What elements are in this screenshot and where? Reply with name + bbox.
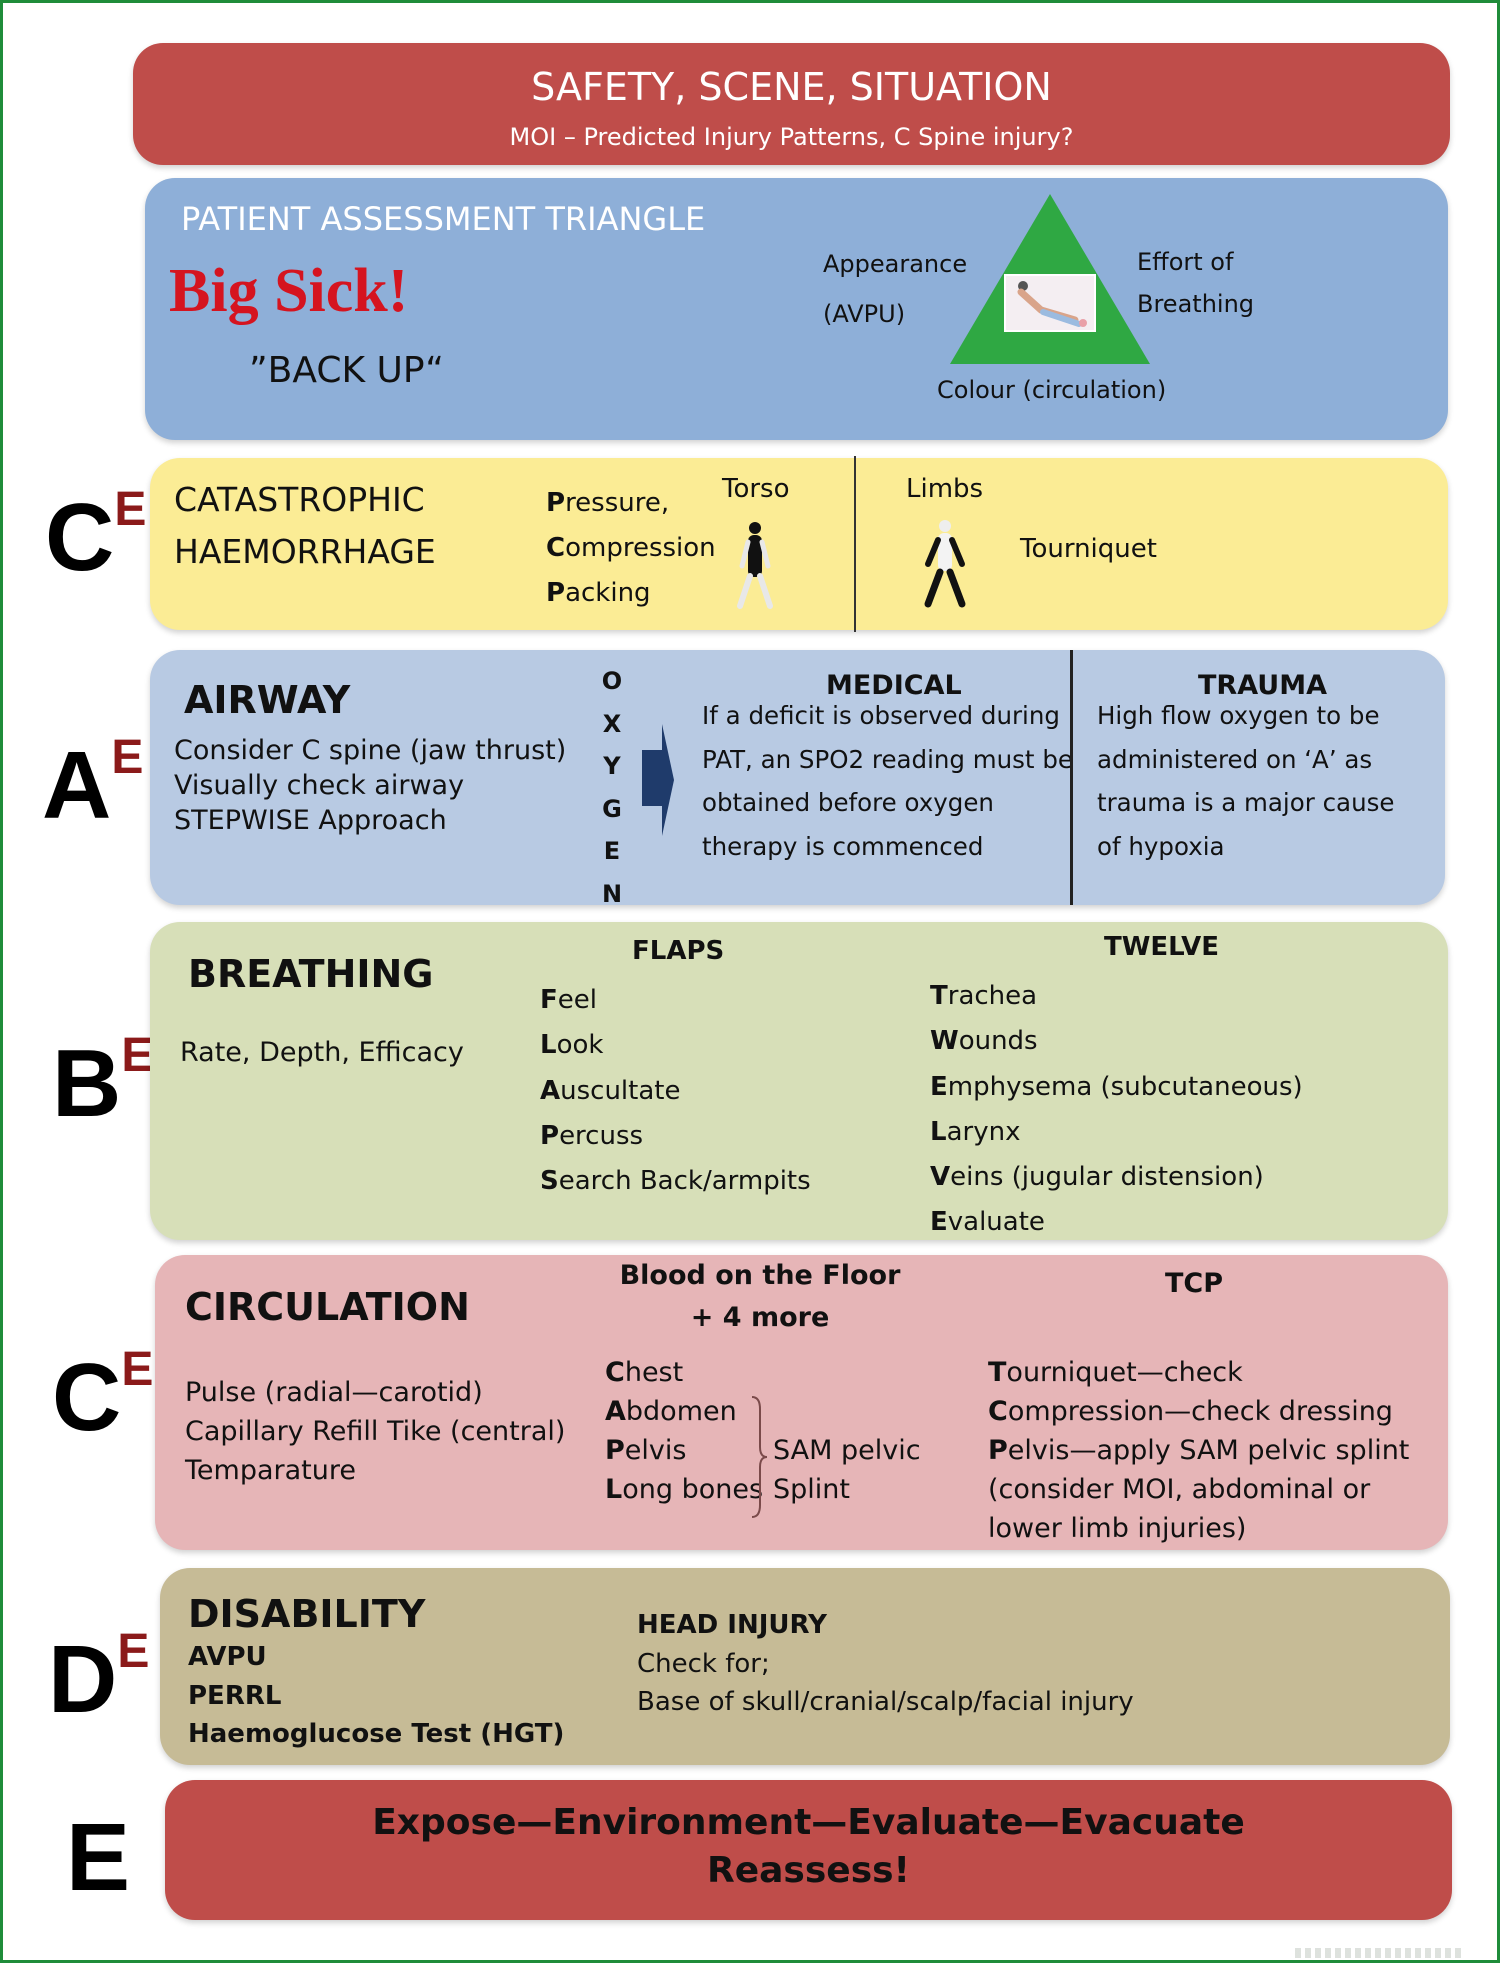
circulation-panel: CIRCULATION Pulse (radial—carotid) Capil…: [155, 1255, 1448, 1550]
pat-title: PATIENT ASSESSMENT TRIANGLE: [181, 200, 706, 238]
torso-figure-icon: [737, 522, 773, 609]
exposure-letter: E: [66, 1804, 130, 1911]
catastrophic-haemorrhage-panel: CATASTROPHIC HAEMORRHAGE Pressure, Compr…: [150, 456, 1448, 632]
disability-panel: DISABILITY AVPU PERRL Haemoglucose Test …: [160, 1568, 1450, 1765]
twelve-list: Trachea Wounds Emphysema (subcutaneous) …: [930, 974, 1303, 1246]
sam-pelvic-splint-note: SAM pelvic Splint: [773, 1435, 921, 1505]
torso-limbs-divider: [854, 456, 856, 632]
blood-item: Chest: [605, 1357, 684, 1388]
breathing-label: Breathing: [1137, 290, 1255, 318]
oxygen-vertical-label: O X Y G E N: [601, 667, 623, 908]
tcp-item: Pelvis—apply SAM pelvic splint: [988, 1435, 1410, 1466]
flaps-item: Auscultate: [540, 1075, 681, 1106]
twelve-item: Veins (jugular distension): [930, 1162, 1264, 1193]
brace-icon: [751, 1396, 768, 1518]
tourniquet-item: Tourniquet: [1020, 534, 1157, 564]
blood-item: Abdomen: [605, 1396, 737, 1427]
patient-assessment-triangle-panel: PATIENT ASSESSMENT TRIANGLE Big Sick! ”B…: [145, 178, 1448, 440]
medical-trauma-divider: [1070, 650, 1073, 905]
airway-line: Visually check airway: [174, 770, 465, 801]
medical-text: If a deficit is observed during PAT, an …: [702, 701, 1073, 861]
tcp-item: Tourniquet—check: [988, 1357, 1243, 1388]
flaps-item: Feel: [540, 985, 597, 1015]
effort-label: Effort of: [1137, 248, 1234, 276]
trauma-text: High flow oxygen to be administered on ‘…: [1097, 701, 1395, 861]
circulation-letter: CE: [52, 1343, 153, 1451]
airway-line: Consider C spine (jaw thrust): [174, 735, 567, 766]
twelve-heading: TWELVE: [1104, 932, 1220, 962]
torso-item: Packing: [546, 578, 651, 608]
circulation-heading: CIRCULATION: [185, 1285, 470, 1329]
exposure-panel: Expose—Environment—Evaluate—Evacuate Rea…: [165, 1780, 1452, 1920]
disability-heading: DISABILITY: [188, 1592, 426, 1636]
limbs-label: Limbs: [906, 474, 984, 504]
flaps-list: Feel Look Auscultate Percuss Search Back…: [540, 978, 811, 1204]
flaps-item: Search Back/armpits: [540, 1166, 811, 1197]
twelve-item: Evaluate: [930, 1207, 1045, 1238]
blood-on-floor-heading: Blood on the Floor + 4 more: [619, 1260, 901, 1333]
tcp-heading: TCP: [1165, 1268, 1224, 1299]
safety-scene-situation-banner: SAFETY, SCENE, SITUATION MOI – Predicted…: [133, 43, 1450, 165]
circulation-checks: Pulse (radial—carotid) Capillary Refill …: [185, 1377, 566, 1486]
big-sick-heading: Big Sick!: [169, 257, 409, 325]
breathing-sub: Rate, Depth, Efficacy: [180, 1037, 464, 1068]
safety-title: SAFETY, SCENE, SITUATION: [531, 65, 1052, 109]
medical-heading: MEDICAL: [826, 670, 962, 701]
torso-label: Torso: [722, 474, 790, 504]
head-injury-block: HEAD INJURY Check for; Base of skull/cra…: [637, 1610, 1134, 1717]
blood-item: Long bones: [605, 1474, 764, 1505]
trauma-heading: TRAUMA: [1198, 670, 1327, 701]
airway-letter: AE: [42, 731, 143, 839]
disability-letter: DE: [48, 1625, 149, 1733]
flaps-item: Percuss: [540, 1120, 644, 1151]
blood-on-floor-list: Chest Abdomen Pelvis Long bones: [605, 1353, 763, 1509]
back-up-text: ”BACK UP“: [249, 350, 444, 391]
oxygen-arrow-icon: [642, 724, 674, 836]
torso-item: Pressure,: [546, 488, 670, 518]
flaps-heading: FLAPS: [632, 936, 725, 966]
twelve-item: Emphysema (subcutaneous): [930, 1071, 1303, 1102]
catastrophic-letter: CE: [45, 483, 146, 591]
colour-circulation-label: Colour (circulation): [937, 376, 1167, 404]
twelve-item: Wounds: [930, 1026, 1038, 1057]
disability-list: AVPU PERRL Haemoglucose Test (HGT): [188, 1642, 565, 1749]
tcp-list: Tourniquet—check Compression—check dress…: [988, 1353, 1409, 1548]
airway-heading: AIRWAY: [184, 678, 351, 722]
airway-line: STEPWISE Approach: [174, 805, 447, 836]
safety-subtitle: MOI – Predicted Injury Patterns, C Spine…: [509, 123, 1074, 151]
watermark-strip: [1295, 1948, 1465, 1958]
breathing-panel: BREATHING Rate, Depth, Efficacy FLAPS Fe…: [150, 922, 1448, 1240]
reassess-text: Reassess!: [707, 1850, 910, 1891]
flaps-item: Look: [540, 1030, 604, 1061]
limbs-figure-icon: [924, 520, 966, 608]
appearance-label: Appearance: [823, 250, 968, 278]
avpu-label: (AVPU): [823, 300, 906, 328]
twelve-item: Trachea: [930, 981, 1038, 1011]
catastrophic-heading-line1: CATASTROPHIC: [174, 480, 425, 519]
airway-panel: AIRWAY Consider C spine (jaw thrust) Vis…: [150, 650, 1445, 908]
tcp-item: Compression—check dressing: [988, 1396, 1393, 1427]
catastrophic-heading-line2: HAEMORRHAGE: [174, 532, 436, 571]
torso-item: Compression: [546, 533, 716, 563]
blood-item: Pelvis: [605, 1435, 687, 1466]
breathing-letter: BE: [52, 1029, 153, 1137]
exposure-line1: Expose—Environment—Evaluate—Evacuate: [372, 1802, 1245, 1843]
assessment-triangle-icon: [950, 194, 1150, 364]
twelve-item: Larynx: [930, 1116, 1021, 1147]
breathing-heading: BREATHING: [188, 952, 434, 996]
